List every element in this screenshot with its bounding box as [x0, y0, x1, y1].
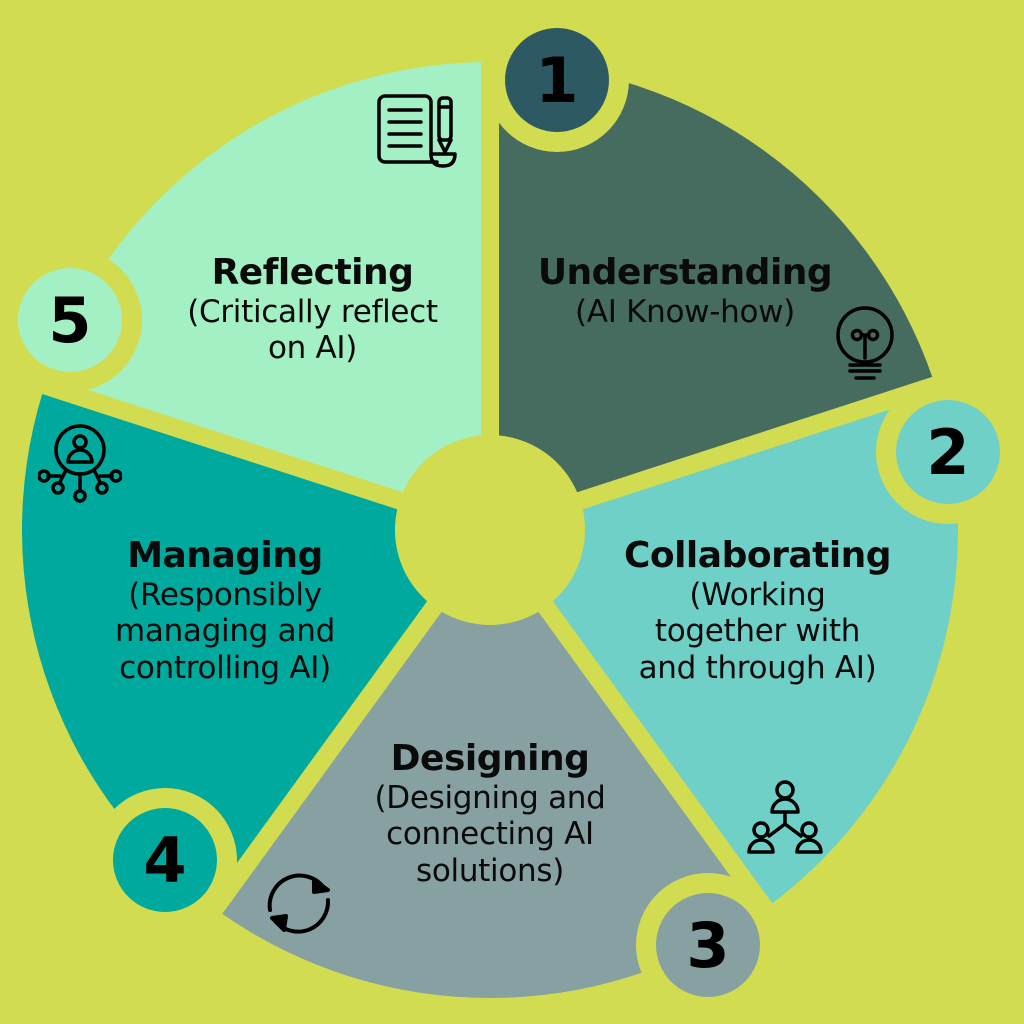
team-hierarchy-icon — [747, 780, 823, 854]
segment-reflecting-label: Reflecting (Critically reflect on AI) — [145, 252, 480, 367]
segment-subtitle-line: solutions) — [415, 852, 564, 889]
segment-managing — [22, 393, 488, 904]
center-hub — [395, 435, 585, 625]
segment-subtitle-line: (Working — [689, 577, 826, 614]
segment-subtitle-line: (AI Know-how) — [575, 294, 795, 331]
segment-understanding — [487, 62, 933, 530]
segment-subtitle-line: (Critically reflect — [187, 294, 438, 331]
segment-title: Managing — [127, 535, 323, 576]
segment-collaborating — [492, 393, 958, 904]
step-badge-1: 1 — [505, 28, 609, 132]
segment-subtitle-line: together with — [654, 613, 861, 650]
step-badge-2: 2 — [896, 400, 1000, 504]
step-badge-3: 3 — [656, 893, 760, 997]
segment-title: Collaborating — [623, 535, 892, 576]
segment-title: Designing — [390, 738, 590, 779]
segment-reflecting — [47, 62, 493, 530]
segment-understanding-label: Understanding (AI Know-how) — [505, 252, 865, 330]
segment-collaborating-label: Collaborating (Working together with and… — [590, 535, 925, 686]
segment-subtitle-line: (Designing and — [374, 780, 606, 817]
segment-subtitle-line: and through AI) — [638, 649, 877, 686]
segment-managing-label: Managing (Responsibly managing and contr… — [75, 535, 375, 686]
step-badge-4: 4 — [113, 808, 217, 912]
segment-subtitle-line: managing and — [114, 613, 336, 650]
step-badge-5: 5 — [18, 268, 122, 372]
document-pencil-icon — [377, 94, 457, 168]
segment-subtitle-line: (Responsibly — [128, 577, 322, 614]
segment-designing — [222, 535, 758, 999]
segment-subtitle-line: controlling AI) — [119, 649, 331, 686]
segment-designing-label: Designing (Designing and connecting AI s… — [335, 738, 645, 889]
refresh-cycle-icon — [267, 873, 331, 934]
segment-title: Understanding — [537, 252, 833, 293]
user-network-icon — [38, 424, 122, 503]
segment-subtitle-line: connecting AI — [386, 816, 594, 853]
lightbulb-icon — [836, 306, 894, 380]
segment-subtitle-line: on AI) — [267, 330, 358, 367]
segment-title: Reflecting — [211, 252, 414, 293]
